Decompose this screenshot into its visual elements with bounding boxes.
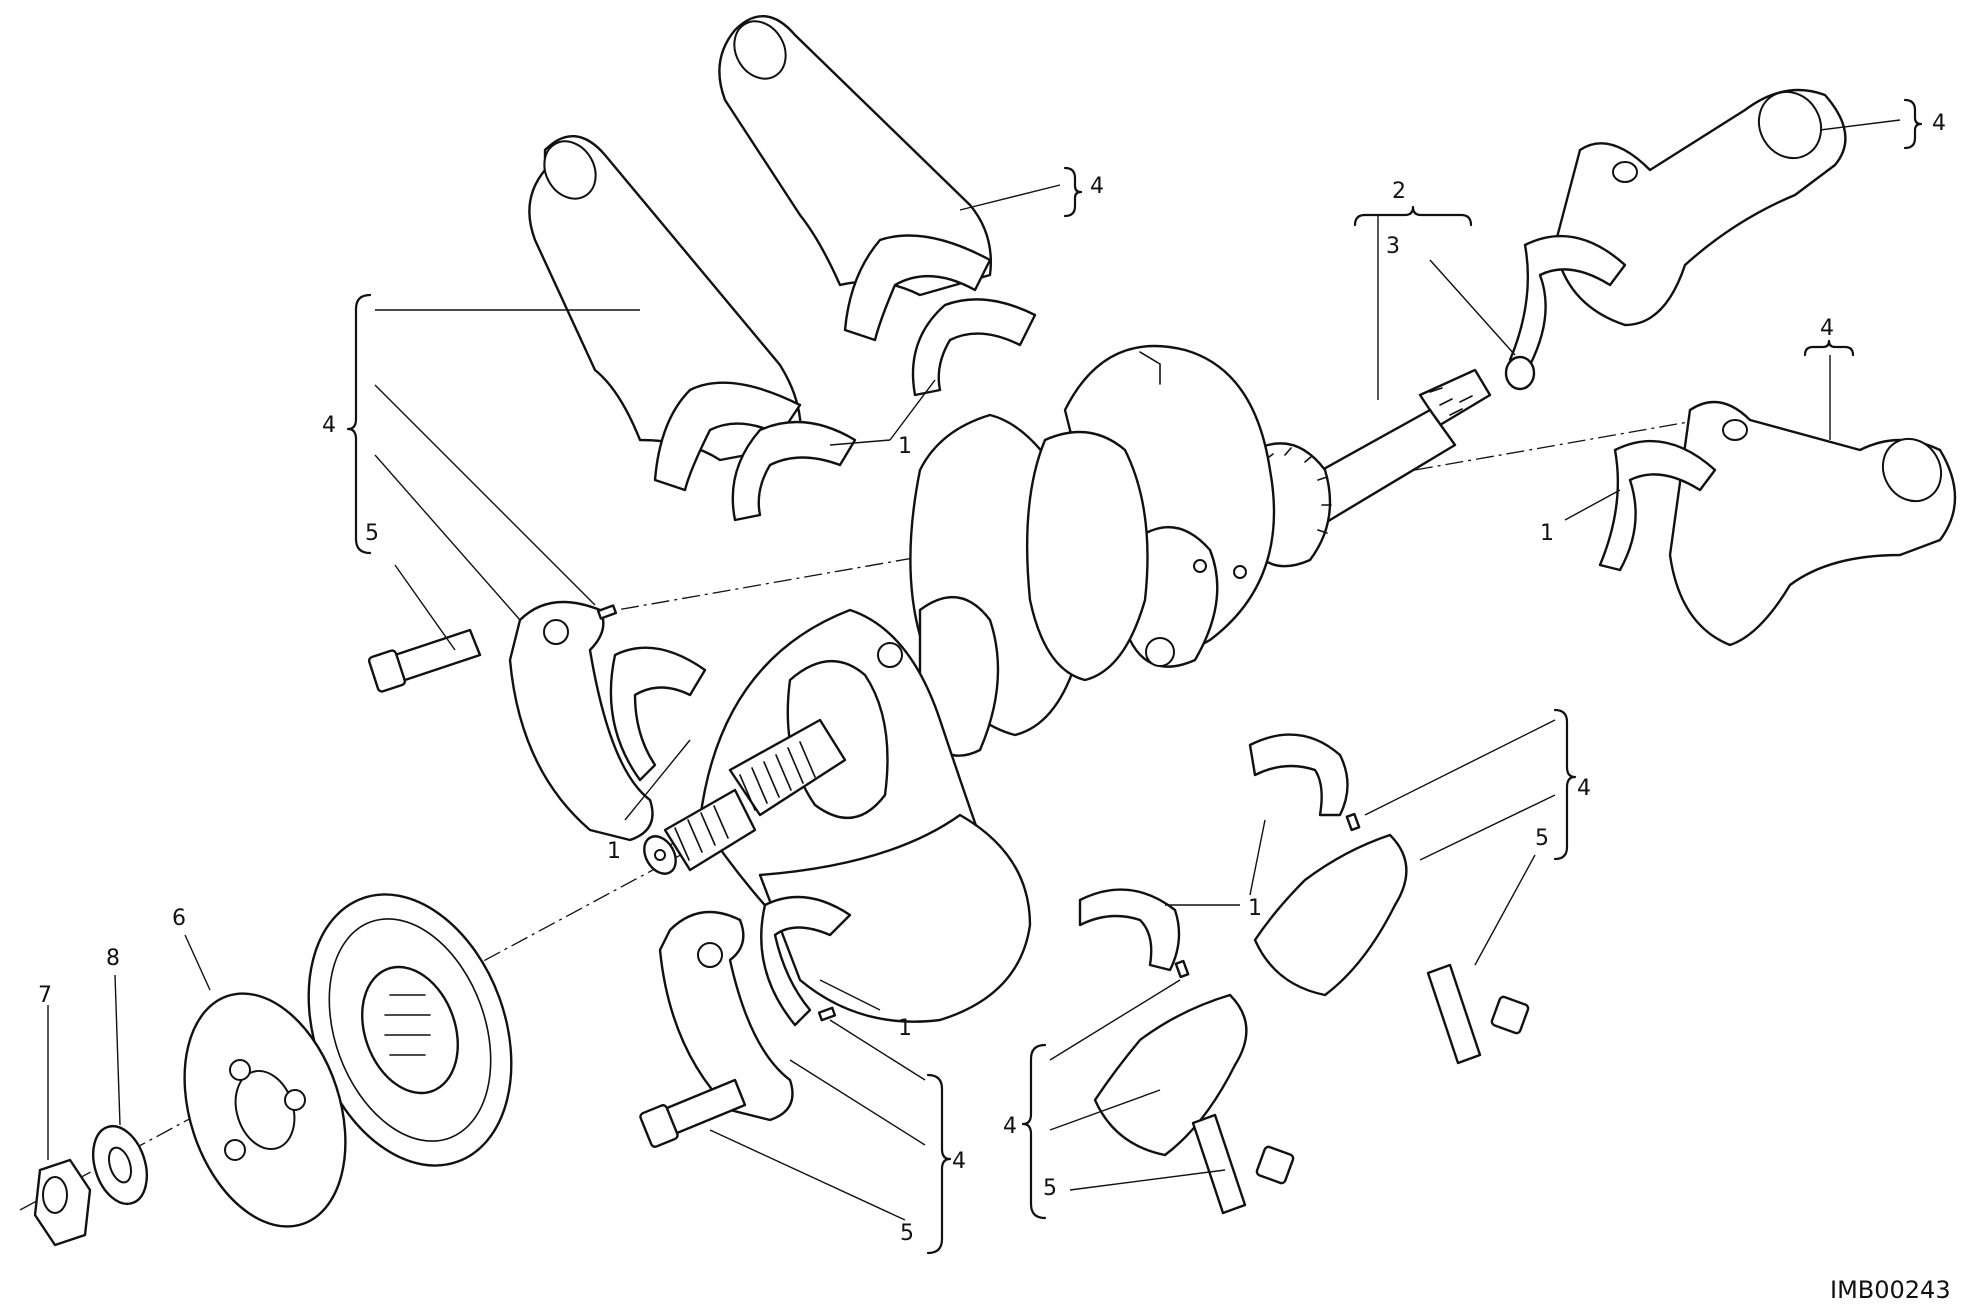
drawing-reference-code: IMB00243 [1830, 1276, 1951, 1304]
callout-4: 4 [1820, 316, 1834, 341]
timing-wheel [183, 992, 347, 1228]
callout-3: 3 [1386, 234, 1400, 259]
callout-5: 5 [1043, 1176, 1057, 1201]
nut [33, 1158, 92, 1247]
callout-1: 1 [1248, 896, 1262, 921]
callout-7: 7 [38, 983, 52, 1008]
callout-labels: 4 5 4 1 2 3 4 4 1 1 6 7 8 1 4 5 1 4 5 4 … [38, 111, 1946, 1246]
conrod-upper-right [1553, 88, 1847, 327]
callout-4: 4 [1932, 111, 1946, 136]
callout-1: 1 [1540, 521, 1554, 546]
conrod-middle-right [1668, 400, 1957, 647]
callout-5: 5 [1535, 826, 1549, 851]
conrod-upper-left [528, 134, 802, 492]
callout-4: 4 [1003, 1114, 1017, 1139]
callout-4: 4 [1090, 174, 1104, 199]
conrod-upper-center [718, 14, 992, 342]
callout-4: 4 [952, 1149, 966, 1174]
bolts-and-pins [367, 355, 1536, 1215]
callout-8: 8 [106, 946, 120, 971]
leaders [47, 98, 1923, 1255]
callout-4: 4 [1577, 776, 1591, 801]
callout-1: 1 [898, 434, 912, 459]
callout-1: 1 [898, 1016, 912, 1041]
crankshaft [643, 344, 1492, 1023]
callout-4: 4 [322, 413, 336, 438]
callout-2: 2 [1392, 179, 1406, 204]
rod-caps [508, 600, 1408, 1157]
washer [92, 1124, 148, 1206]
callout-5: 5 [365, 521, 379, 546]
callout-1: 1 [607, 839, 621, 864]
callout-5: 5 [900, 1221, 914, 1246]
primary-gear [307, 893, 513, 1167]
callout-6: 6 [172, 906, 186, 931]
bearing-shells [609, 234, 1717, 1027]
